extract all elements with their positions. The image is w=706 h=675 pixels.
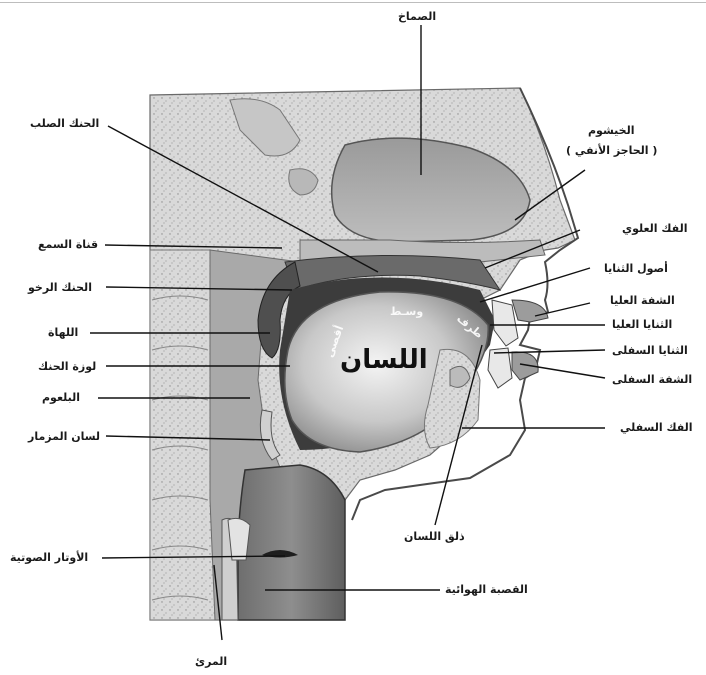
label-lower-lip: الشفة السفلى — [612, 373, 692, 387]
label-upper-jaw: الفك العلوي — [622, 222, 687, 236]
label-uvula: اللهاة — [48, 326, 78, 340]
label-nasal-cavity: الصماخ — [398, 10, 436, 24]
label-lower-incisors: الثنايا السفلى — [612, 344, 688, 358]
label-nasal-septum: الخيشوم — [588, 124, 634, 138]
lower-incisor-tooth — [488, 348, 512, 388]
tongue-label: اللسان — [340, 345, 428, 375]
label-esophagus: المرئ — [195, 655, 227, 669]
upper-lip-shape — [512, 300, 548, 322]
label-trachea: القصبة الهوائية — [445, 583, 528, 597]
label-upper-incisors: الثنايا العليا — [612, 318, 672, 332]
label-pharynx: البلعوم — [42, 391, 80, 405]
label-auditory-canal: قناة السمع — [38, 238, 98, 252]
trachea-tube — [238, 465, 345, 620]
cartilage — [228, 518, 250, 560]
label-vocal-cords: الأوتار الصوتية — [10, 551, 88, 565]
label-soft-palate: الحنك الرخو — [28, 281, 92, 295]
label-tooth-roots: أصول الثنايا — [604, 262, 668, 276]
label-epiglottis: لسان المزمار — [28, 430, 100, 444]
label-upper-lip: الشفة العليا — [610, 294, 675, 308]
label-hard-palate: الحنك الصلب — [30, 117, 99, 131]
spine — [150, 250, 215, 620]
label-lower-jaw: الفك السفلي — [620, 421, 693, 435]
label-palatine-tonsil: لوزة الحنك — [38, 360, 96, 374]
label-tongue-tip: ذلق اللسان — [404, 530, 465, 544]
line-lower-incisors — [494, 350, 605, 353]
label-nasal-septum-sub: ( الحاجز الأنفي ) — [566, 144, 657, 158]
tongue-middle-label: وسـط — [390, 305, 423, 318]
